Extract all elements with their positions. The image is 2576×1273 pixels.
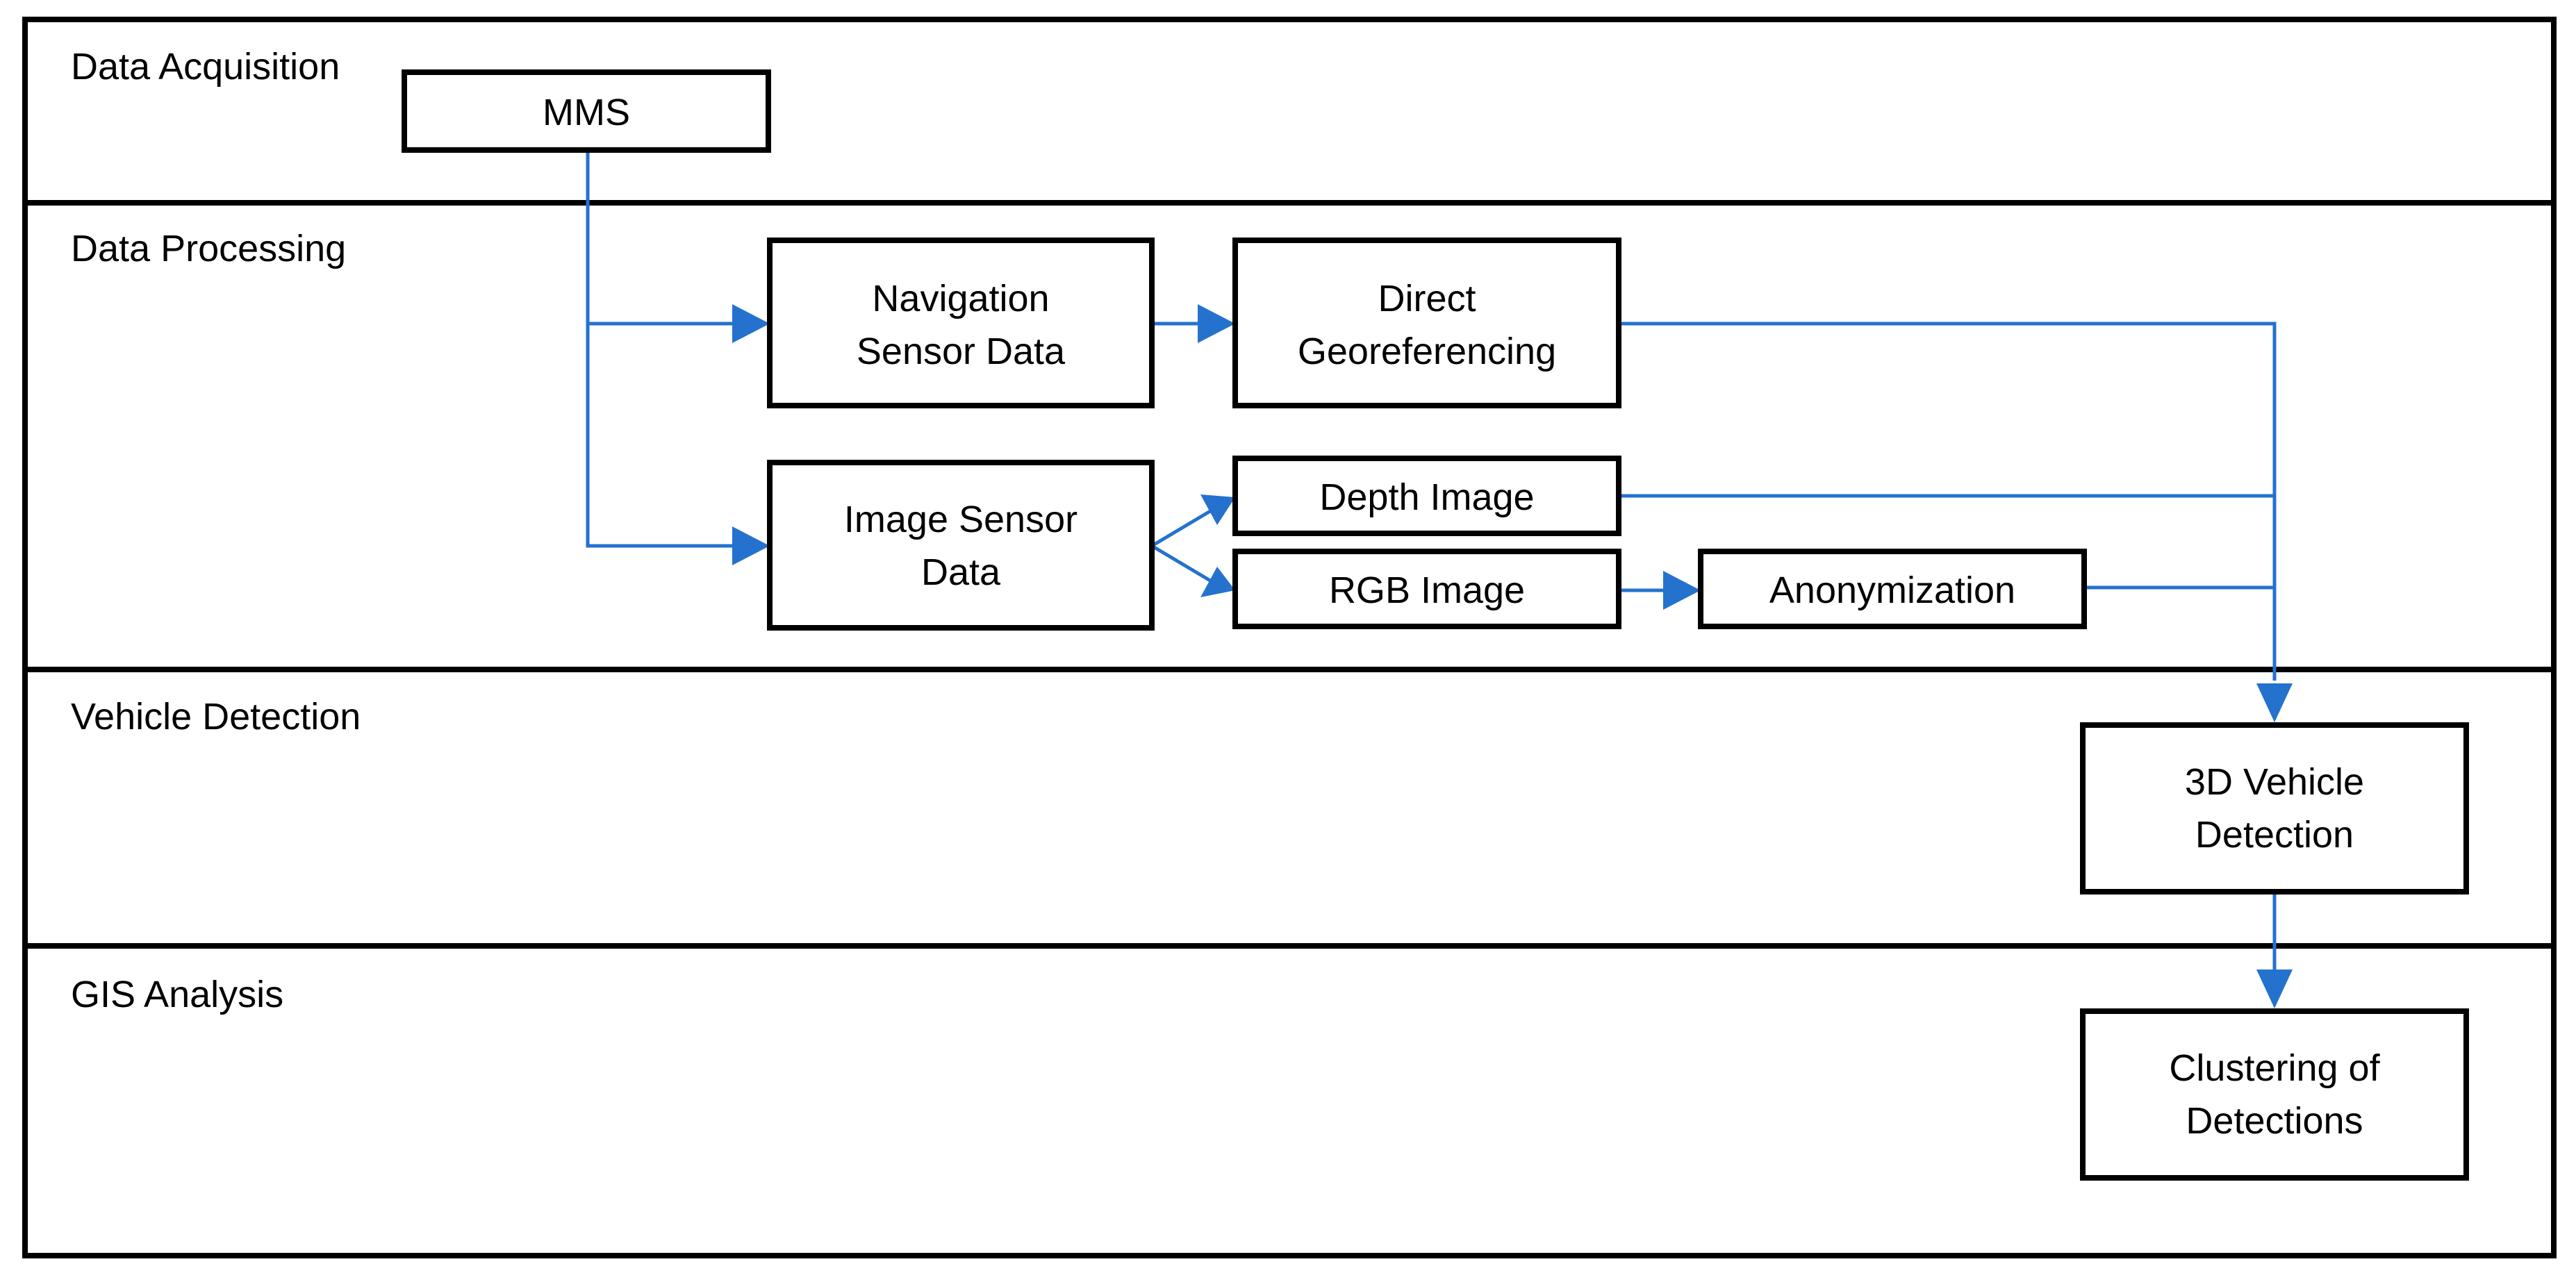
node-image-sensor-label-line-1: Image Sensor — [844, 499, 1078, 540]
node-anonymization: Anonymization — [1698, 549, 2087, 629]
connector-image-sensor-to-depth — [1150, 509, 1212, 548]
lane-label-data-acquisition: Data Acquisition — [71, 46, 340, 88]
node-clustering-label-line-2: Detections — [2186, 1100, 2363, 1142]
node-georef-label-line-2: Georeferencing — [1298, 331, 1556, 372]
node-3d-detection-label-line-1: 3D Vehicle — [2185, 761, 2364, 803]
node-anonymization-label: Anonymization — [1769, 569, 2015, 611]
arrow-head-depth — [1200, 494, 1235, 525]
lane-label-vehicle-detection: Vehicle Detection — [71, 696, 361, 738]
node-rgb-image-label: RGB Image — [1329, 569, 1525, 611]
swimlanes: Data Acquisition Data Processing Vehicle… — [22, 17, 2557, 1258]
connector-georef-to-3d-detection — [1619, 322, 2277, 681]
node-direct-georeferencing: Direct Georeferencing — [1232, 238, 1621, 408]
node-3d-vehicle-detection: 3D Vehicle Detection — [2080, 722, 2469, 895]
node-clustering-label-line-1: Clustering of — [2169, 1047, 2380, 1089]
node-mms: MMS — [402, 69, 771, 153]
arrow-head-3d-detection — [2256, 683, 2293, 722]
arrow-head-nav — [732, 304, 770, 343]
arrow-head-georef — [1198, 304, 1235, 343]
arrow-head-image-sensor — [732, 526, 770, 565]
node-image-sensor-data: Image Sensor Data — [767, 460, 1155, 631]
lane-label-data-processing: Data Processing — [71, 228, 346, 269]
node-navigation-label-line-2: Sensor Data — [857, 331, 1066, 372]
arrow-head-rgb — [1200, 567, 1235, 597]
node-clustering-of-detections: Clustering of Detections — [2080, 1008, 2469, 1181]
lane-label-gis-analysis: GIS Analysis — [71, 974, 283, 1015]
nodes: MMS Navigation Sensor Data Direct Georef… — [402, 69, 2469, 1181]
node-georef-label-line-1: Direct — [1378, 278, 1476, 319]
connectors — [586, 150, 2293, 1008]
arrow-head-anonymization — [1663, 571, 1701, 610]
node-depth-image: Depth Image — [1232, 456, 1621, 536]
connector-mms-to-image-sensor — [586, 324, 732, 548]
node-3d-detection-label-line-2: Detection — [2195, 814, 2354, 856]
node-rgb-image: RGB Image — [1232, 549, 1621, 629]
connector-mms-to-nav — [586, 150, 732, 326]
node-mms-label: MMS — [543, 92, 630, 133]
connector-image-sensor-to-rgb — [1150, 544, 1212, 583]
node-navigation-sensor-data: Navigation Sensor Data — [767, 238, 1155, 408]
arrow-head-clustering — [2256, 970, 2293, 1008]
node-image-sensor-label-line-2: Data — [921, 551, 1001, 593]
node-depth-image-label: Depth Image — [1319, 476, 1534, 518]
node-navigation-label-line-1: Navigation — [872, 278, 1049, 319]
swimlane-frame — [22, 17, 2557, 1258]
